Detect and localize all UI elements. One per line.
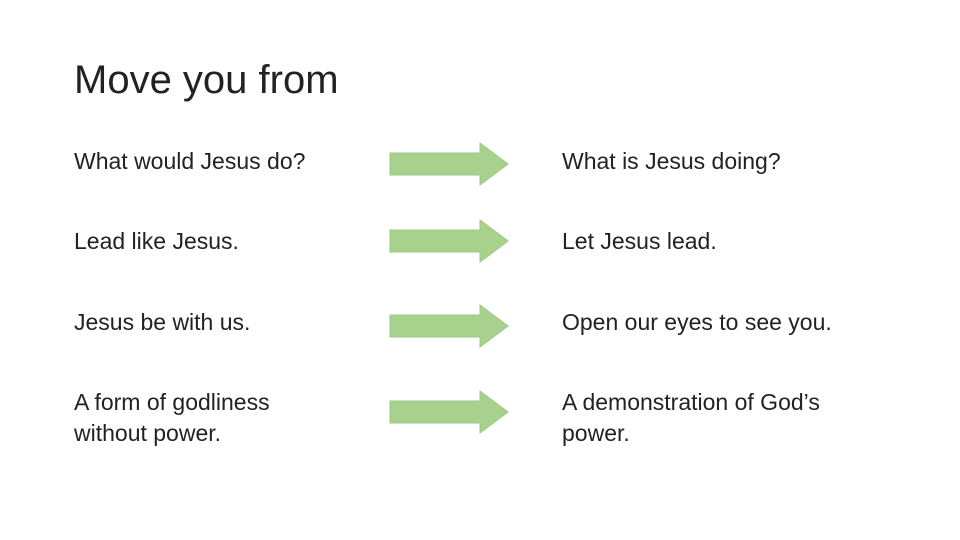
- from-text: Jesus be with us.: [74, 309, 251, 335]
- from-text: A form of godliness without power.: [74, 389, 270, 446]
- right-arrow-icon: [389, 219, 509, 263]
- right-arrow-icon: [389, 304, 509, 348]
- to-text: Let Jesus lead.: [562, 228, 717, 254]
- right-arrow-icon: [389, 390, 509, 434]
- to-text: Open our eyes to see you.: [562, 309, 832, 335]
- to-text: A demonstration of God’s power.: [562, 389, 820, 446]
- from-text: What would Jesus do?: [74, 148, 306, 174]
- slide-title: Move you from: [74, 58, 339, 102]
- right-arrow-icon: [389, 142, 509, 186]
- to-text: What is Jesus doing?: [562, 148, 781, 174]
- from-text: Lead like Jesus.: [74, 228, 239, 254]
